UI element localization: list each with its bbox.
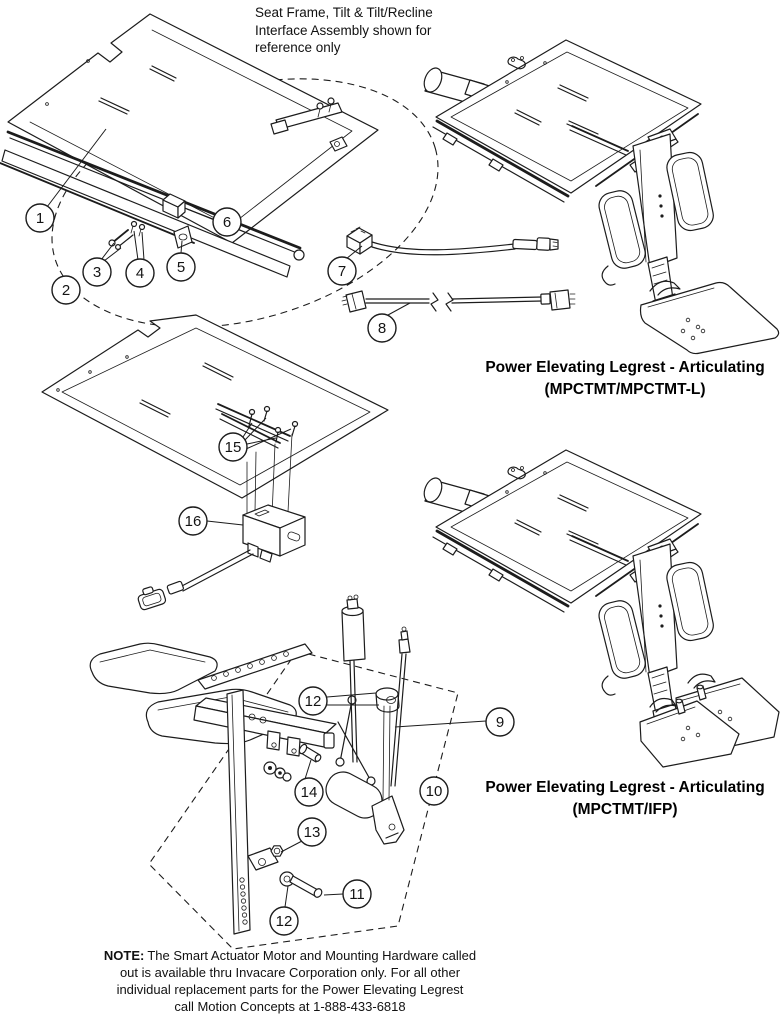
reference-note-line1: Seat Frame, Tilt & Tilt/Recline: [255, 5, 433, 20]
svg-text:10: 10: [426, 783, 443, 800]
footer-note: NOTE:The Smart Actuator Motor and Mounti…: [80, 947, 500, 1015]
svg-text:12: 12: [276, 913, 293, 930]
callout-3: 3: [82, 257, 112, 287]
callout-1: 1: [25, 203, 55, 233]
figure-title-line1: Power Elevating Legrest - Articulating: [485, 779, 765, 796]
cable-drawing-7: [346, 226, 559, 256]
svg-text:12: 12: [305, 693, 322, 710]
callout-6: 6: [212, 207, 242, 237]
callout-12-upper: 12: [298, 686, 328, 716]
svg-text:15: 15: [225, 439, 242, 456]
footer-note-line4: call Motion Concepts at 1-888-433-6818: [174, 999, 406, 1014]
figure-title-mpctmt-ifp: Power Elevating Legrest - Articulating (…: [455, 777, 780, 820]
svg-text:5: 5: [177, 259, 185, 276]
callout-14: 14: [294, 777, 324, 807]
legrest-mpctmt-l-drawing: [423, 39, 780, 355]
callout-leader-lines: [46, 128, 487, 908]
callout-9: 9: [485, 707, 515, 737]
svg-text:2: 2: [62, 282, 70, 299]
footer-note-line1: NOTE:The Smart Actuator Motor and Mounti…: [103, 948, 477, 963]
reference-note-line2: Interface Assembly shown for: [255, 22, 432, 38]
seat-pan-actuator-drawing: [41, 314, 389, 611]
cable-drawing-8: [341, 289, 576, 313]
reference-note: Seat Frame, Tilt & Tilt/Recline Interfac…: [255, 4, 433, 57]
legrest-mpctmt-ifp-drawing: [423, 449, 780, 768]
callout-13: 13: [297, 817, 327, 847]
callout-15: 15: [218, 432, 248, 462]
svg-text:4: 4: [136, 265, 144, 282]
figure-title-line1: Power Elevating Legrest - Articulating: [485, 359, 765, 376]
callout-11: 11: [342, 879, 372, 909]
callout-2: 2: [51, 275, 81, 305]
svg-text:8: 8: [378, 320, 386, 337]
figure-title-mpctmt-l: Power Elevating Legrest - Articulating (…: [455, 357, 780, 400]
svg-text:11: 11: [349, 886, 365, 903]
svg-text:14: 14: [301, 784, 318, 801]
footer-note-line2: out is available thru Invacare Corporati…: [119, 965, 461, 980]
svg-text:6: 6: [223, 214, 231, 231]
callout-12-lower: 12: [269, 906, 299, 936]
footer-note-line3: individual replacement parts for the Pow…: [116, 982, 464, 997]
svg-text:16: 16: [185, 513, 202, 530]
figure-title-line2: (MPCTMT/MPCTMT-L): [544, 380, 706, 398]
callout-4: 4: [125, 258, 155, 288]
callout-7: 7: [327, 256, 357, 286]
callout-8: 8: [367, 313, 397, 343]
svg-text:1: 1: [36, 210, 44, 227]
seat-frame-reference-drawing: [0, 13, 439, 328]
reference-note-line3: reference only: [255, 40, 341, 55]
callout-16: 16: [178, 506, 208, 536]
figure-title-line2: (MPCTMT/IFP): [572, 800, 678, 818]
callout-5: 5: [166, 252, 196, 282]
svg-text:9: 9: [496, 714, 504, 731]
legrest-exploded-drawing: [89, 594, 459, 950]
svg-text:13: 13: [304, 824, 321, 841]
svg-text:3: 3: [93, 264, 101, 281]
footer-note-prefix: NOTE:: [103, 948, 145, 963]
callout-10: 10: [419, 776, 449, 806]
svg-text:7: 7: [338, 263, 346, 280]
